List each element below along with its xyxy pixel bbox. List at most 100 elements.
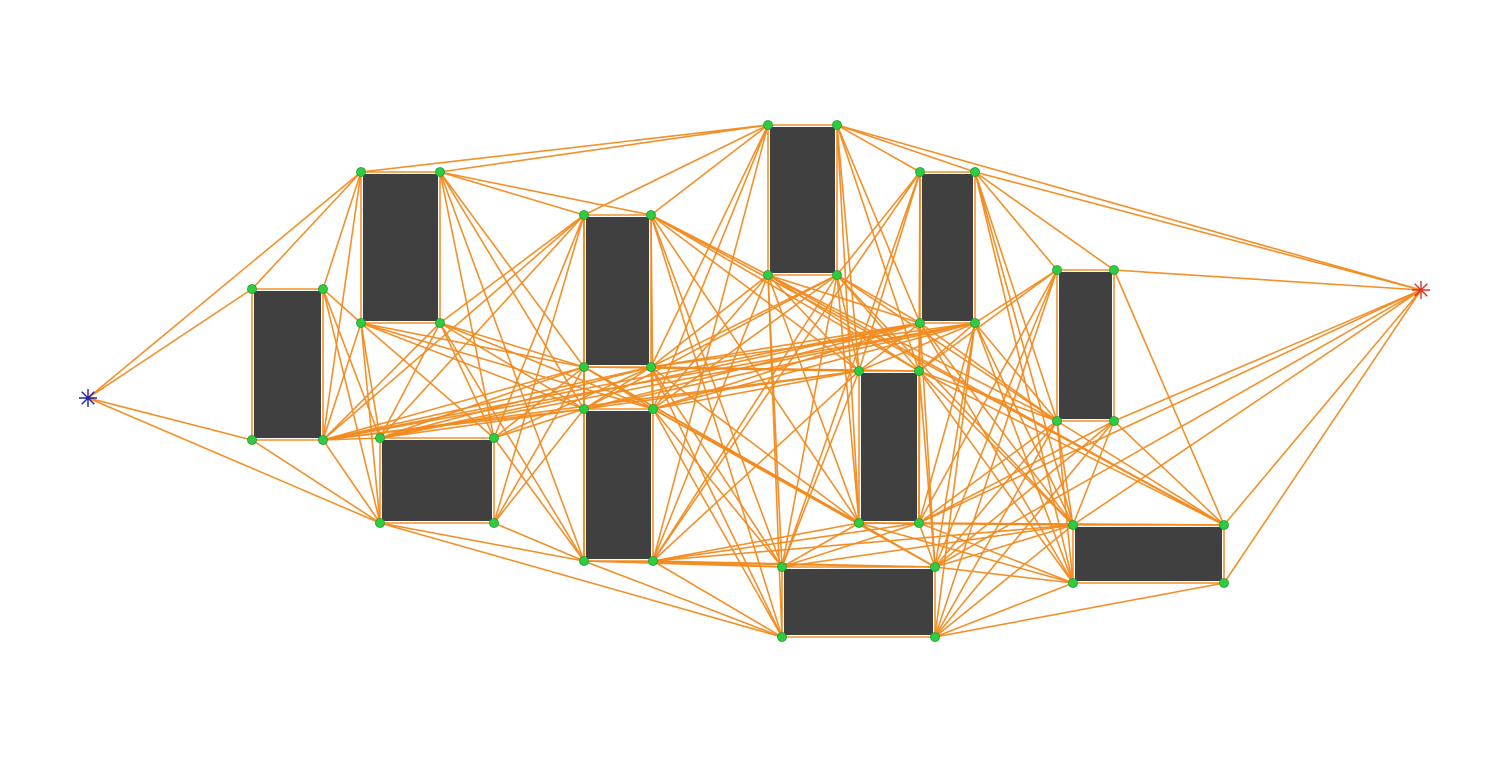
visibility-edge [322,288,381,439]
visibility-edge [836,171,921,276]
graph-vertex [914,366,924,376]
graph-vertex [777,632,787,642]
visibility-edge [836,124,976,173]
visibility-edge [583,322,921,410]
graph-vertex [930,562,940,572]
visibility-edge [583,560,936,568]
obstacle-rect [861,373,917,521]
visibility-edge [652,124,769,410]
visibility-edge [360,322,381,439]
visibility-edge [974,322,1074,584]
visibility-edge [583,322,976,410]
obstacle-rect [382,440,492,521]
visibility-edge [650,274,838,368]
graph-vertex [318,435,328,445]
visibility-edge [87,171,362,399]
obstacle-rect [586,411,651,559]
visibility-edge [934,420,1058,638]
visibility-edge [918,420,1115,524]
visibility-edge [918,522,1074,584]
visibility-edge [251,439,381,524]
visibility-edge [974,171,1058,271]
graph-vertex [1068,578,1078,588]
visibility-edge [836,124,921,173]
red-asterisk-icon [1412,281,1430,299]
visibility-edge [934,269,1058,638]
visibility-edge [858,322,976,372]
graph-vertex [1109,265,1119,275]
graph-vertex [970,318,980,328]
graph-vertex [854,366,864,376]
graph-vertex [646,210,656,220]
visibility-edge [379,214,585,439]
visibility-edge [379,366,585,439]
visibility-edge [439,171,585,216]
visibility-edge [322,439,381,524]
visibility-edge [918,370,936,568]
visibility-edge [652,274,769,562]
graph-vertex [1219,578,1229,588]
visibility-edge [87,397,381,524]
visibility-edge [1056,420,1225,526]
graph-vertex [1052,265,1062,275]
visibility-edge [836,124,1422,291]
visibility-edge [1056,420,1074,526]
visibility-edge [918,289,1422,524]
visibility-edge [1113,289,1422,422]
visibility-edge [767,274,783,638]
visibility-edge [379,522,585,562]
visibility-edge [650,274,769,368]
graph-vertex [915,318,925,328]
graph-vertex [489,518,499,528]
graph-vertex [489,433,499,443]
visibility-edge [493,437,585,562]
graph-vertex [579,404,589,414]
visibility-edge [322,322,441,441]
visibility-edge [493,522,585,562]
visibility-edge [974,171,1422,291]
visibility-edge [652,560,783,638]
visibility-edge [767,274,860,372]
visibility-edge [974,171,1074,584]
visibility-edge [919,322,936,568]
visibility-edge [858,171,921,372]
graph-vertex [930,632,940,642]
visibility-edge [1223,289,1422,584]
visibility-edge [1072,289,1422,526]
visibility-edge [650,124,769,368]
visibility-edge [918,522,936,568]
graph-vertex [763,120,773,130]
edge-layer [87,124,1422,638]
graph-vertex [763,270,773,280]
graph-vertex [356,167,366,177]
visibility-edge [1113,269,1225,526]
visibility-edge [652,171,921,562]
graph-vertex [646,362,656,372]
visibility-edge [934,524,1074,638]
visibility-edge [583,560,783,638]
visibility-edge [1113,420,1225,526]
graph-vertex [1068,520,1078,530]
visibility-edge [934,524,1074,568]
visibility-edge [87,397,253,441]
visibility-edge [934,420,1115,638]
graph-vertex [375,518,385,528]
graph-vertex [579,210,589,220]
obstacle-rect [254,291,321,438]
visibility-edge [379,322,441,439]
visibility-edge [767,274,921,324]
graph-vertex [854,518,864,528]
visibility-edge [493,366,652,439]
graph-vertex [914,518,924,528]
visibility-edge [439,171,585,410]
visibility-edge [493,366,585,524]
visibility-edge [934,582,1225,638]
visibility-edge [439,214,585,324]
visibility-edge [493,214,585,439]
visibility-edge [781,524,1074,568]
visibility-edge [918,322,976,372]
visibility-edge [322,171,362,290]
visibility-edge [974,322,1058,422]
